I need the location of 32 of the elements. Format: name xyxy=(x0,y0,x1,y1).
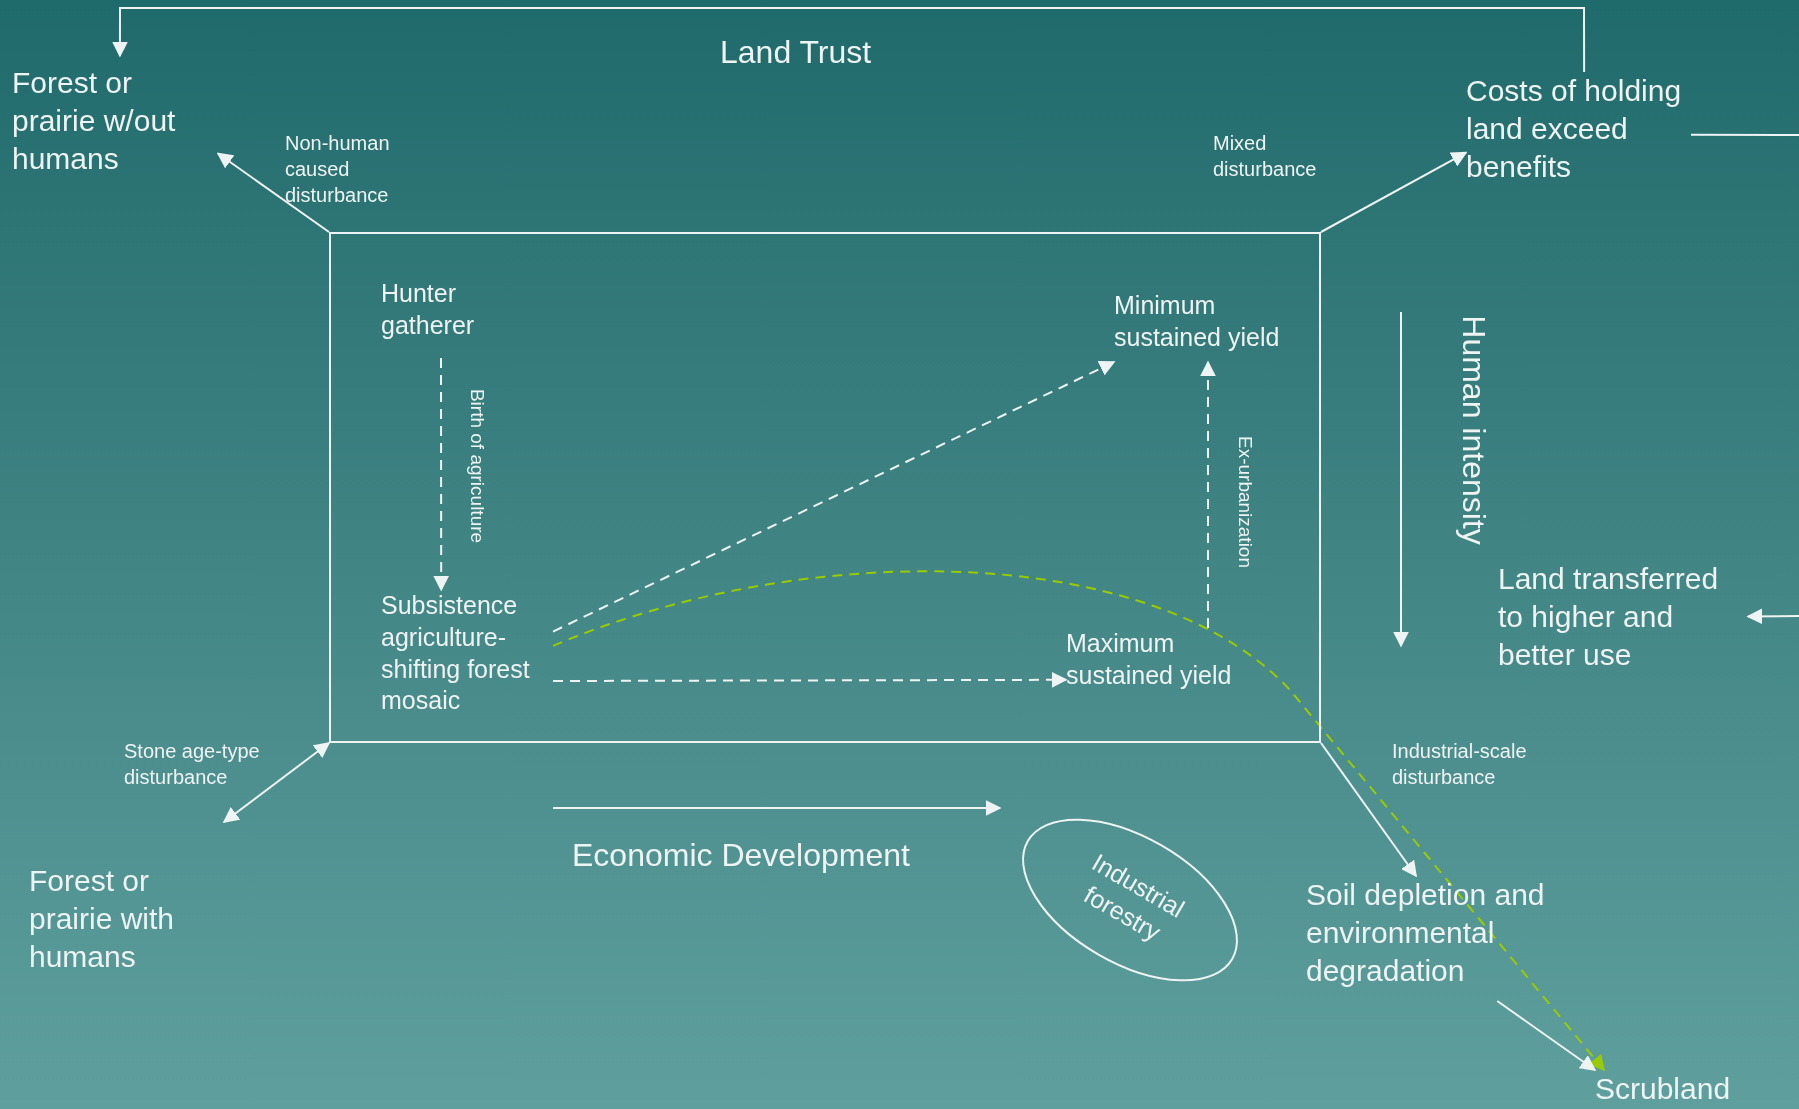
edge-label: Birth of agriculture xyxy=(466,388,489,544)
arrow xyxy=(216,152,330,233)
edge-label: Mixed disturbance xyxy=(1213,131,1318,182)
edge-label: Ex-urbanization xyxy=(1234,436,1257,568)
axis-label: Human intensity xyxy=(1455,315,1493,545)
box-frame xyxy=(329,232,1321,743)
node-text: Forest or prairie with humans xyxy=(29,863,176,976)
dashed-arrow xyxy=(433,357,450,592)
node-text: Land transferred to higher and better use xyxy=(1498,561,1720,674)
node-text: Costs of holding land exceed benefits xyxy=(1466,73,1683,186)
dashed-arrow xyxy=(552,671,1068,688)
edge-label: Industrial-scale disturbance xyxy=(1392,739,1528,790)
node-text: Scrubland xyxy=(1595,1071,1732,1107)
edge-label: Land Trust xyxy=(720,33,873,72)
dashed-arrow xyxy=(552,570,1605,1072)
axis-label: Economic Development xyxy=(572,836,910,874)
arrow xyxy=(111,7,1586,73)
arrow xyxy=(222,742,331,823)
node-text: Subsistence agriculture- shifting forest mosaic xyxy=(381,590,531,717)
node-text: Soil depletion and environmental degradation xyxy=(1306,877,1546,990)
arrow xyxy=(1746,608,1799,625)
arrow xyxy=(1496,1000,1597,1071)
node-text: Maximum sustained yield xyxy=(1066,628,1233,691)
dashed-arrow xyxy=(552,361,1116,633)
arrow xyxy=(1320,151,1468,233)
node-text: Forest or prairie w/out humans xyxy=(12,65,177,178)
edge-label: Stone age-type disturbance xyxy=(124,739,261,790)
edge-label: Non-human caused disturbance xyxy=(285,131,391,208)
node-text: Minimum sustained yield xyxy=(1114,290,1281,353)
arrow xyxy=(1320,742,1418,878)
dashed-arrow xyxy=(1200,360,1216,629)
node-text: Hunter gatherer xyxy=(381,278,476,341)
